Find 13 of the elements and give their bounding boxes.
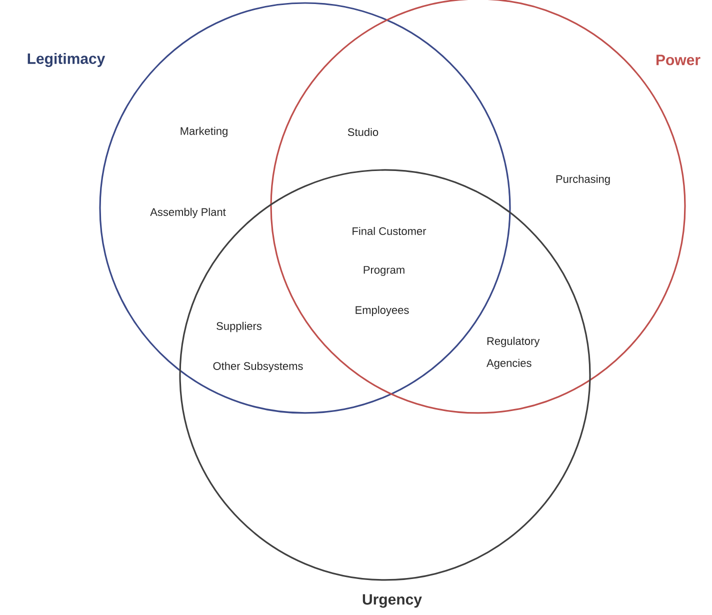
- circle-heading: Urgency: [362, 594, 422, 608]
- region-label: Marketing: [180, 126, 228, 138]
- region-label: Other Subsystems: [213, 362, 303, 372]
- region-label: Employees: [356, 306, 409, 316]
- region-label: Regulatory Agencies: [486, 336, 540, 370]
- circle-heading: Legitimacy: [28, 52, 106, 68]
- region-label: Purchasing: [556, 174, 610, 186]
- region-label: Suppliers: [216, 322, 262, 332]
- region-label: Assembly Plant: [150, 208, 226, 218]
- region-label: Studio: [348, 128, 378, 136]
- region-label: Program: [364, 266, 404, 276]
- circle-heading: Power: [656, 54, 700, 66]
- region-label: Final Customer: [352, 226, 426, 236]
